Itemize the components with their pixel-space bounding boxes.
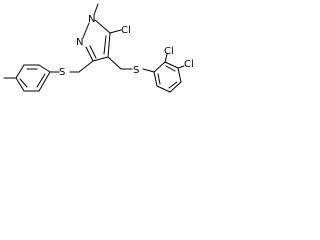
bond-c3-c4: [92, 56, 109, 62]
molecule-drawing: N N Cl S S Cl Cl: [3, 3, 194, 93]
bond-c5-cl: [109, 29, 122, 34]
chemical-structure-diagram: N N Cl S S Cl Cl: [0, 0, 202, 122]
bond-c3-ch2: [78, 60, 94, 73]
atom-n2: N: [76, 37, 83, 48]
atom-cl2: Cl: [164, 46, 174, 57]
bond-dcp-cl2: [164, 53, 168, 63]
tolyl-double-3: [36, 73, 46, 88]
bond-n2-c3: [85, 46, 94, 62]
dcp-bond-5: [156, 85, 171, 93]
dcp-bond-6: [153, 71, 158, 87]
dcp-double-2: [168, 81, 178, 89]
atom-s2: S: [133, 65, 139, 76]
bond-c4-ch2: [107, 56, 122, 70]
tolyl-bond-4: [15, 77, 25, 92]
bond-n1-c5: [94, 19, 111, 34]
dcp-bond-1: [153, 61, 166, 73]
bond-n1-n2: [82, 22, 90, 39]
dcp-double-3: [157, 73, 161, 85]
bond-dcp-cl3: [177, 65, 185, 69]
tolyl-bond-3: [15, 64, 25, 79]
dcp-bond-3: [177, 67, 182, 83]
dcp-bond-2: [164, 61, 179, 69]
tolyl-bond-6: [38, 71, 51, 92]
atom-s1: S: [59, 67, 65, 78]
atom-n1: N: [88, 14, 95, 25]
atom-cl3: Cl: [184, 59, 194, 70]
dcp-double-1: [165, 65, 176, 72]
dcp-bond-4: [169, 81, 182, 93]
tolyl-bond-1: [38, 64, 51, 73]
bond-n2-c3-double: [89, 45, 97, 59]
tolyl-double-2: [19, 78, 28, 88]
bond-n1-methyl: [93, 3, 99, 16]
bond-c4-c5-double: [103, 35, 107, 55]
atom-cl1: Cl: [121, 25, 131, 36]
bond-s2-aryl: [142, 68, 155, 73]
bond-c4-c5: [107, 32, 111, 58]
